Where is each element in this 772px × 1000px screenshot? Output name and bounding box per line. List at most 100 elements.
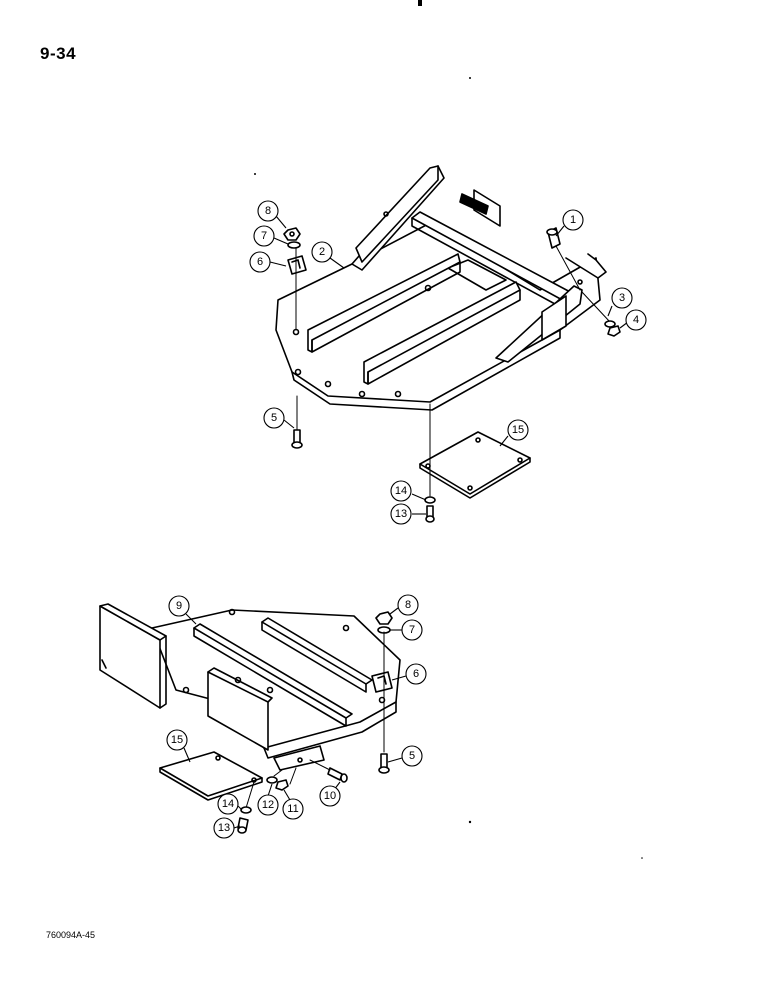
callout-lower-15: 15 <box>166 729 191 763</box>
upper-cover-hole <box>517 457 523 463</box>
upper-cover-plate-15 <box>419 431 531 495</box>
callout-upper-8: 8 <box>257 200 287 229</box>
callout-lower-5: 5 <box>387 745 423 767</box>
lower-rail-2-face <box>261 621 367 693</box>
upper-clip-6 <box>287 255 307 275</box>
lower-bolt-10-head <box>340 773 348 783</box>
callout-lower-7: 7 <box>390 619 423 641</box>
lower-side-wall <box>207 671 269 751</box>
svg-text:11: 11 <box>287 803 298 815</box>
svg-text:8: 8 <box>265 205 271 217</box>
lower-hole <box>228 608 236 616</box>
svg-text:5: 5 <box>409 750 415 762</box>
upper-washer-14 <box>424 496 436 504</box>
svg-text:10: 10 <box>324 790 336 802</box>
callout-upper-2: 2 <box>311 241 345 269</box>
upper-cover-hole <box>475 437 481 443</box>
callout-upper-13: 13 <box>390 503 426 525</box>
upper-bolt-1-head <box>546 228 558 236</box>
lower-hole <box>182 686 190 694</box>
lower-leader-10 <box>309 759 331 771</box>
lower-hole <box>234 676 242 684</box>
svg-text:15: 15 <box>171 734 183 746</box>
lower-bolt-5 <box>380 753 388 769</box>
upper-nut-8-hole <box>289 231 295 237</box>
callout-upper-14: 14 <box>390 480 427 502</box>
lower-nut-8 <box>375 611 393 625</box>
upper-bolt-5-head <box>291 441 303 449</box>
lower-assembly <box>99 603 401 834</box>
callout-upper-3: 3 <box>607 287 633 317</box>
svg-text:14: 14 <box>222 798 234 810</box>
callout-upper-1: 1 <box>555 209 584 237</box>
upper-left-wall-hole <box>383 211 389 217</box>
callout-lower-14: 14 <box>217 793 243 815</box>
upper-hole <box>394 390 402 398</box>
svg-text:3: 3 <box>619 292 625 304</box>
callout-lower-10: 10 <box>319 781 341 807</box>
upper-hole <box>424 284 432 292</box>
upper-right-bracket <box>565 253 607 279</box>
upper-plate-edge <box>291 329 561 411</box>
callout-lower-6: 6 <box>391 663 427 685</box>
upper-nut-8 <box>283 227 301 241</box>
lower-bolt-10 <box>327 767 343 781</box>
lower-leader-11 <box>273 769 283 777</box>
upper-leader-3 <box>581 291 611 323</box>
upper-clip-6-detail <box>291 259 301 269</box>
svg-text:8: 8 <box>405 599 411 611</box>
upper-rail-right-front <box>367 289 521 385</box>
callout-upper-6: 6 <box>249 251 287 273</box>
lower-hole <box>342 624 350 632</box>
lower-nut-11 <box>275 779 289 791</box>
lower-bolt-5-head <box>378 766 390 774</box>
lower-cover-plate-15-edge <box>159 767 263 801</box>
callout-lower-8: 8 <box>389 594 419 616</box>
upper-leader-1 <box>555 245 581 291</box>
lower-bolt-13-head <box>237 826 247 834</box>
svg-text:9: 9 <box>176 600 182 612</box>
svg-text:7: 7 <box>261 230 267 242</box>
svg-text:6: 6 <box>257 256 263 268</box>
upper-washer-7 <box>287 241 301 249</box>
callout-upper-4: 4 <box>619 309 647 331</box>
svg-text:1: 1 <box>570 214 576 226</box>
svg-text:14: 14 <box>395 485 407 497</box>
lower-cover-plate-15 <box>159 751 263 797</box>
lower-leader-cover <box>245 781 255 809</box>
callout-lower-9: 9 <box>168 595 197 625</box>
lower-cover-hole <box>215 755 221 761</box>
upper-hole <box>358 390 366 398</box>
lower-bracket-hole <box>297 757 303 763</box>
svg-text:7: 7 <box>409 624 415 636</box>
lower-clip-6 <box>371 671 393 693</box>
scan-specks <box>254 0 643 859</box>
callout-upper-15: 15 <box>499 419 529 447</box>
svg-text:15: 15 <box>512 424 524 436</box>
lower-plate-edge <box>263 701 397 759</box>
callout-lower-12: 12 <box>257 783 279 816</box>
upper-bolt-13-head <box>425 515 435 523</box>
lower-washer-14 <box>240 806 252 814</box>
upper-rear-bracket-top <box>459 193 489 215</box>
lower-end-wall-foot <box>101 659 107 669</box>
upper-nut-4 <box>607 325 621 337</box>
upper-opening <box>447 259 507 291</box>
upper-right-end-block <box>541 295 567 341</box>
upper-washer-3 <box>604 320 616 328</box>
svg-text:13: 13 <box>218 822 230 834</box>
upper-hole <box>324 380 332 388</box>
lower-side-wall-top <box>207 667 273 703</box>
callout-upper-5: 5 <box>263 407 295 429</box>
lower-washer-12 <box>266 776 278 784</box>
upper-left-wall-front <box>355 165 439 263</box>
upper-assembly <box>275 165 621 523</box>
svg-text:13: 13 <box>395 508 407 520</box>
svg-text:2: 2 <box>319 246 325 258</box>
upper-cover-hole <box>467 485 473 491</box>
reference-code: 760094A-45 <box>46 930 96 940</box>
lower-rail-2 <box>261 617 373 685</box>
upper-cover-plate-15-edge <box>419 457 531 499</box>
svg-text:5: 5 <box>271 412 277 424</box>
